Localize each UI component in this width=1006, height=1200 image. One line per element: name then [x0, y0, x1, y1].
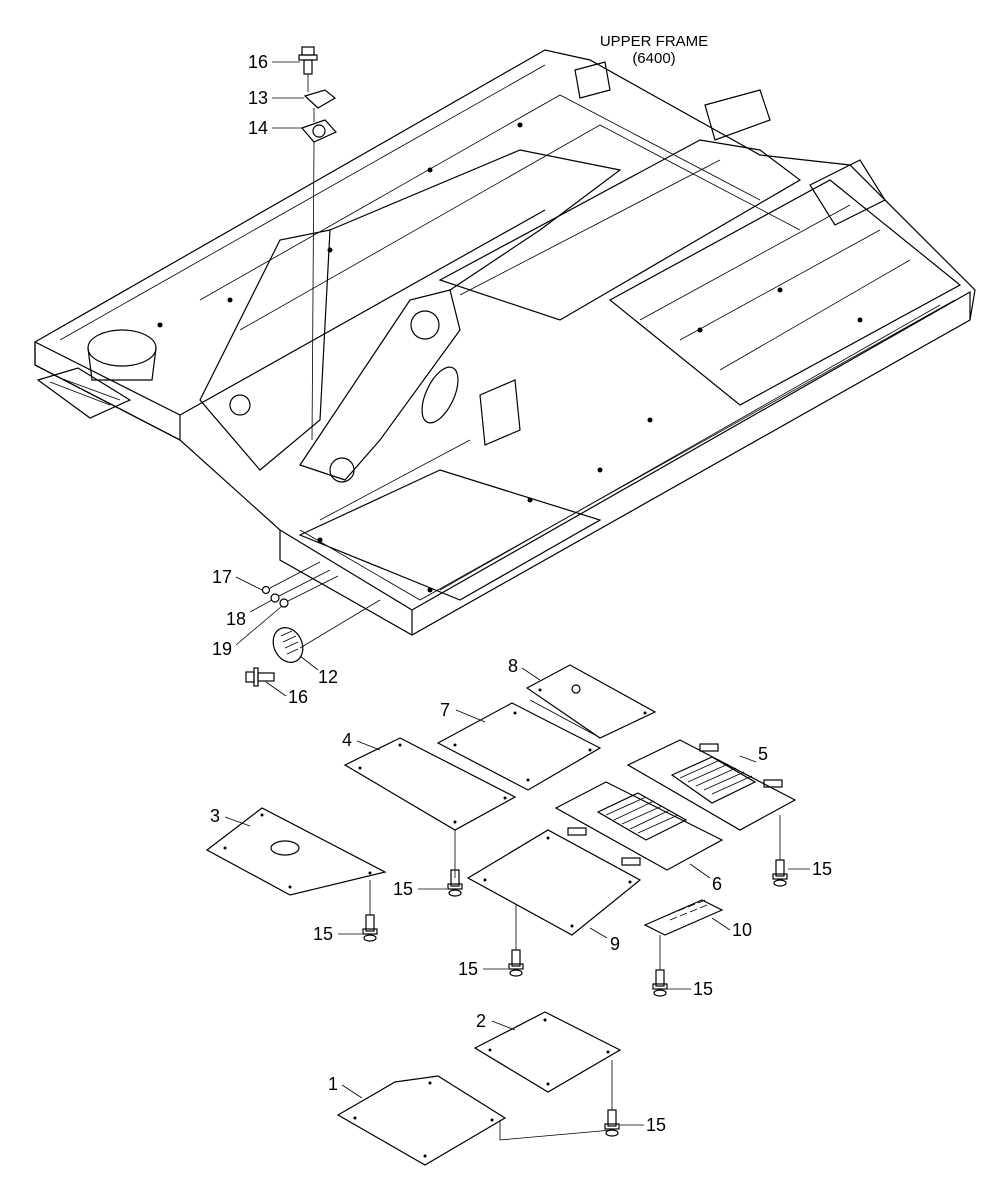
callout-1: 1 — [328, 1074, 338, 1094]
part-16-bolt-top — [298, 46, 318, 75]
leader-3 — [224, 816, 251, 827]
leader-2 — [491, 1020, 516, 1031]
part-13-cover — [303, 89, 337, 109]
callout-8: 8 — [508, 656, 518, 676]
callout-16-top: 16 — [248, 52, 268, 72]
callout-12: 12 — [318, 667, 338, 687]
callout-5: 5 — [758, 744, 768, 764]
callout-9: 9 — [610, 934, 620, 954]
callout-19: 19 — [212, 639, 232, 659]
part-15-bolt-e — [652, 969, 668, 997]
part-5-grille-cover — [626, 739, 797, 860]
part-4-cover — [343, 737, 517, 878]
diagram-title: UPPER FRAME — [600, 33, 708, 50]
leader-18 — [249, 599, 273, 613]
part-15-bolt-b — [447, 869, 463, 897]
callout-15-a: 15 — [313, 924, 333, 944]
part-6-grille-cover — [554, 781, 724, 871]
part-15-bolt-f — [604, 1109, 620, 1137]
callout-15-f: 15 — [646, 1115, 666, 1135]
part-9-cover — [466, 829, 642, 950]
callout-18: 18 — [226, 609, 246, 629]
leader-19 — [235, 605, 283, 646]
callout-14: 14 — [248, 118, 268, 138]
part-2-cover — [473, 1011, 622, 1110]
leader-6 — [689, 863, 711, 879]
part-15-bolt-a — [362, 914, 378, 942]
leader-9 — [589, 927, 608, 939]
part-8-cover — [525, 664, 657, 739]
part-7-cover — [436, 702, 602, 791]
callout-17: 17 — [212, 567, 232, 587]
callout-7: 7 — [440, 700, 450, 720]
leader-8 — [521, 667, 541, 681]
callout-6: 6 — [712, 874, 722, 894]
part-15-bolt-c — [508, 949, 524, 977]
leader-4 — [356, 740, 381, 751]
leader-17 — [235, 576, 263, 591]
guide-line-to-frame — [311, 141, 315, 441]
callout-13: 13 — [248, 88, 268, 108]
leader-12 — [299, 655, 319, 671]
part-15-bolt-d — [772, 859, 788, 887]
part-10-plate — [643, 899, 724, 970]
callout-4: 4 — [342, 730, 352, 750]
callout-15-b: 15 — [393, 879, 413, 899]
leader-10 — [711, 917, 731, 931]
part-1-cover — [336, 1075, 613, 1166]
callout-15-c: 15 — [458, 959, 478, 979]
callout-2: 2 — [476, 1011, 486, 1031]
leader-1 — [341, 1084, 363, 1099]
diagram-subtitle: (6400) — [632, 50, 675, 67]
upper-frame — [34, 49, 976, 636]
leader-7 — [455, 709, 486, 723]
part-14-gasket — [300, 119, 338, 143]
part-16-bolt-side — [245, 667, 275, 687]
callout-16-side: 16 — [288, 687, 308, 707]
leader-16b — [265, 681, 287, 697]
part-3-cover — [205, 807, 387, 915]
callout-15-e: 15 — [693, 979, 713, 999]
callout-3: 3 — [210, 806, 220, 826]
leader-5 — [739, 755, 757, 763]
callout-10: 10 — [732, 920, 752, 940]
part-17-18-19-fasteners — [261, 561, 339, 608]
callout-15-d: 15 — [812, 859, 832, 879]
part-12-cover — [272, 599, 381, 663]
